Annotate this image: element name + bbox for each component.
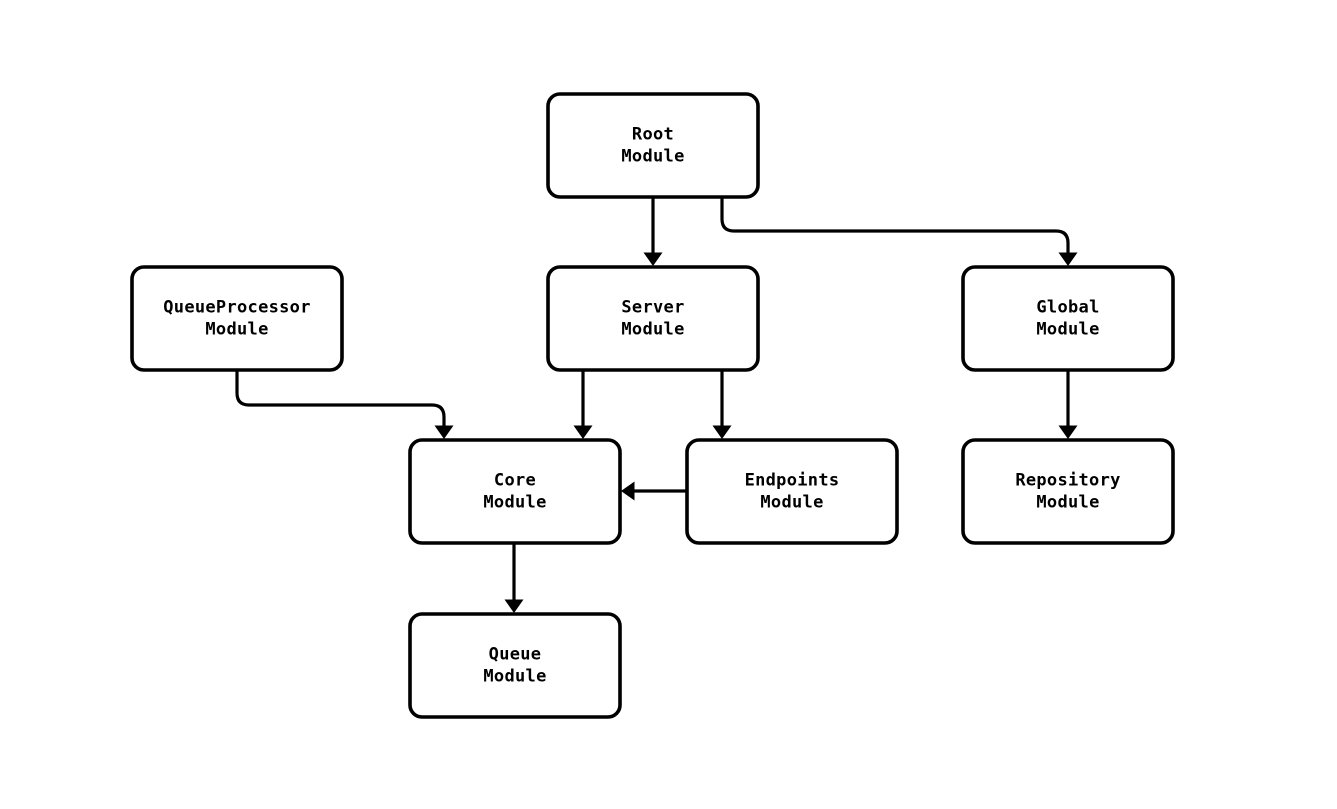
edge-server-endpoints: [712, 370, 732, 439]
node-label-server-line2: Module: [621, 320, 684, 340]
edge-line-root-global: [720, 197, 1070, 253]
arrowhead-icon: [712, 425, 732, 439]
node-box-core[interactable]: [408, 438, 622, 545]
node-label-queueprocessor-line1: QueueProcessor: [163, 298, 311, 318]
node-label-repository-line1: Repository: [1015, 471, 1120, 491]
edge-root-global: [720, 197, 1078, 266]
node-box-server[interactable]: [546, 265, 760, 372]
node-label-queue-line1: Queue: [489, 645, 542, 665]
edge-core-queue: [504, 543, 524, 613]
node-label-repository-line2: Module: [1036, 493, 1099, 513]
node-label-core-line1: Core: [494, 471, 536, 491]
edge-server-core: [573, 370, 593, 439]
edge-global-repository: [1058, 370, 1078, 439]
edge-endpoints-core: [621, 481, 687, 501]
node-label-queue-line2: Module: [483, 667, 546, 687]
node-box-endpoints[interactable]: [685, 438, 899, 545]
node-box-repository[interactable]: [961, 438, 1175, 545]
node-box-queue[interactable]: [408, 612, 622, 719]
node-box-queueprocessor[interactable]: [130, 265, 344, 372]
edge-line-queueprocessor-core: [235, 370, 446, 426]
arrowhead-icon: [434, 425, 454, 439]
edges-layer: [235, 197, 1078, 613]
node-label-endpoints-line2: Module: [760, 493, 823, 513]
node-label-root-line2: Module: [621, 147, 684, 167]
node-label-endpoints-line1: Endpoints: [745, 471, 840, 491]
arrowhead-icon: [1058, 252, 1078, 266]
node-label-server-line1: Server: [621, 298, 684, 318]
arrowhead-icon: [573, 425, 593, 439]
node-label-core-line2: Module: [483, 493, 546, 513]
arrowhead-icon: [621, 481, 635, 501]
node-box-root[interactable]: [546, 92, 760, 199]
nodes-layer: RootModuleQueueProcessorModuleServerModu…: [130, 92, 1175, 719]
node-label-global-line1: Global: [1036, 298, 1099, 318]
arrowhead-icon: [504, 599, 524, 613]
node-label-root-line1: Root: [632, 125, 674, 145]
edge-queueprocessor-core: [235, 370, 454, 439]
node-box-global[interactable]: [961, 265, 1175, 372]
arrowhead-icon: [643, 252, 663, 266]
node-label-global-line2: Module: [1036, 320, 1099, 340]
node-label-queueprocessor-line2: Module: [205, 320, 268, 340]
arrowhead-icon: [1058, 425, 1078, 439]
edge-root-server: [643, 197, 663, 266]
